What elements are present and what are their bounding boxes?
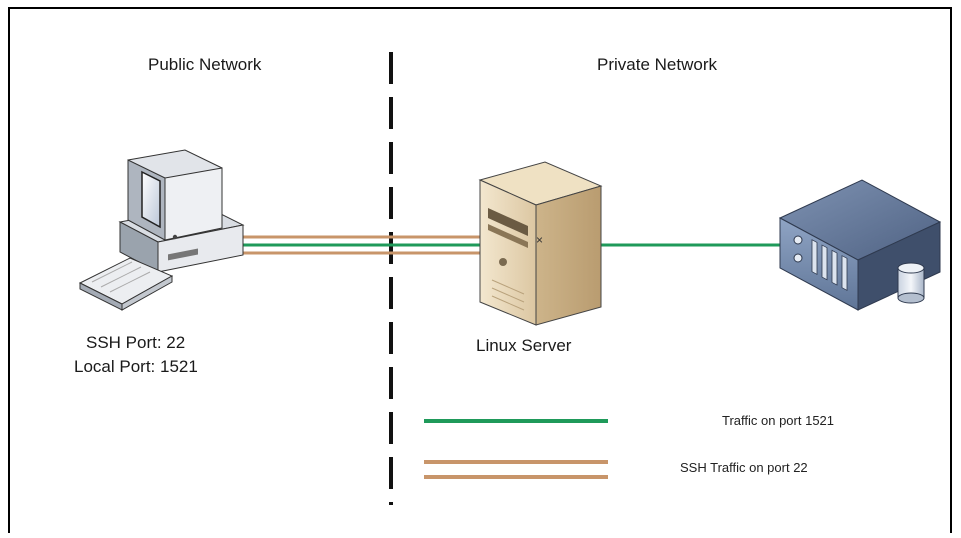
legend-line-ssh [424,460,608,479]
public-network-title: Public Network [148,55,262,74]
client-ssh-port-label: SSH Port: 22 [86,333,186,352]
client-local-port-label: Local Port: 1521 [74,357,198,376]
linux-server-label: Linux Server [476,336,572,355]
legend-label-ssh: SSH Traffic on port 22 [680,460,808,475]
rack-database-server-icon [778,179,942,311]
legend-label-port-1521: Traffic on port 1521 [722,413,835,428]
tower-server-icon: × [478,161,603,326]
private-network-title: Private Network [597,55,717,74]
svg-text:×: × [536,233,543,247]
client-server-connection [238,235,486,255]
desktop-computer-icon [78,149,245,311]
